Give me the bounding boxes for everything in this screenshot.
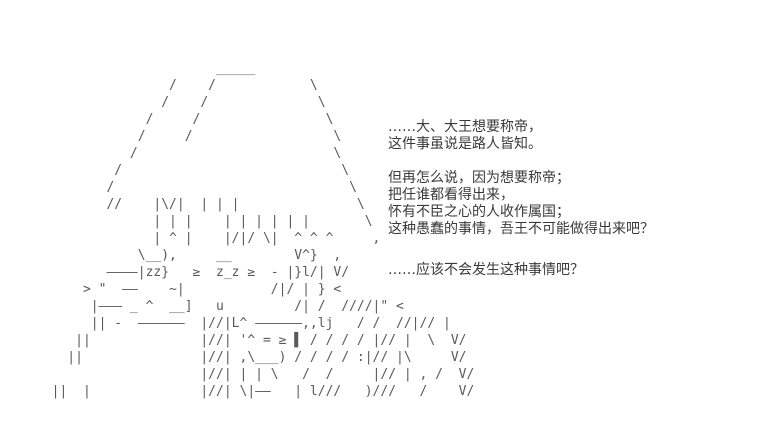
dialogue-paragraph-2: 但再怎么说，因为想要称帝； 把任谁都看得出来， 怀有不臣之心的人收作属国； 这种… <box>388 170 654 238</box>
dialogue-line: ……大、大王想要称帝， <box>388 119 542 135</box>
dialogue-line: ……应该不会发生这种事情吧？ <box>388 262 584 278</box>
dialogue-line: 这种愚蠢的事情，吾王不可能做得出来吧？ <box>388 221 654 237</box>
dialogue-line: 但再怎么说，因为想要称帝； <box>388 170 570 186</box>
ascii-art-character: _____ / / \ / / \ / / \ / / \ / \ <box>51 61 475 399</box>
dialogue-line: 怀有不臣之心的人收作属国； <box>388 204 570 220</box>
dialogue-line: 这件事虽说是路人皆知。 <box>388 136 542 152</box>
dialogue-paragraph-1: ……大、大王想要称帝， 这件事虽说是路人皆知。 <box>388 119 542 153</box>
dialogue-line: 把任谁都看得出来， <box>388 187 514 203</box>
dialogue-paragraph-3: ……应该不会发生这种事情吧？ <box>388 262 584 279</box>
